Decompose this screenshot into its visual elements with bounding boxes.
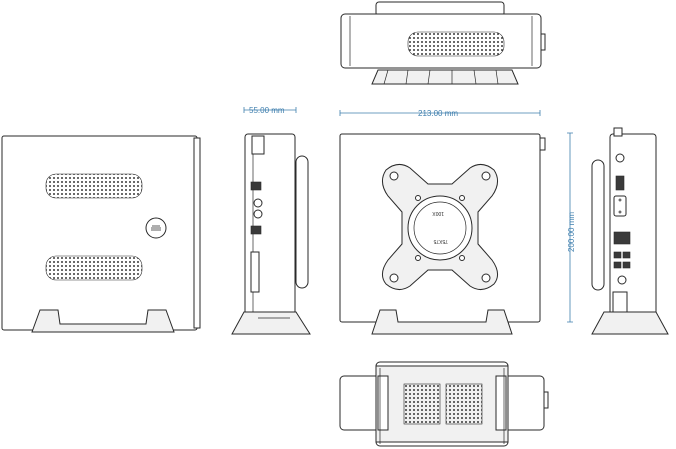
audio-jack-icon	[253, 209, 263, 219]
bottom-view	[339, 361, 549, 447]
rear-io-view	[591, 127, 669, 335]
depth-dimension: 55.00 mm	[243, 106, 297, 115]
bottom-vent-grille-right	[445, 383, 483, 425]
side-vent-grille-upper	[45, 173, 143, 199]
width-dimension-label: 213.00 mm	[418, 109, 458, 118]
top-view	[340, 1, 546, 85]
vesa-label-100: 100X	[432, 210, 444, 216]
front-view	[231, 133, 311, 335]
power-jack-icon	[615, 153, 625, 163]
height-dimension-label: 200.00 mm	[567, 212, 576, 252]
hdmi-port-icon	[615, 175, 625, 191]
height-dimension: 200.00 mm	[567, 132, 576, 323]
usb-port-icon	[250, 225, 262, 235]
left-side-view	[1, 135, 201, 333]
vga-port-icon	[613, 195, 627, 217]
top-vent-grille	[407, 31, 505, 57]
depth-dimension-label: 55.00 mm	[249, 106, 285, 115]
bottom-vent-grille-left	[403, 383, 441, 425]
rear-usb-port-icon	[622, 261, 631, 269]
back-view-vesa: 100X 75X75	[339, 133, 546, 335]
usb-port-icon	[250, 181, 262, 191]
vesa-label-75: 75X75	[433, 238, 448, 244]
rear-usb-port-icon	[613, 261, 622, 269]
rear-usb-port-icon	[613, 251, 622, 259]
rear-usb-port-icon	[622, 251, 631, 259]
side-vent-grille-lower	[45, 255, 143, 281]
width-dimension: 213.00 mm	[339, 109, 541, 118]
audio-jack-icon	[253, 198, 263, 208]
rear-audio-jack-icon	[617, 275, 627, 285]
ethernet-port-icon	[613, 231, 631, 245]
